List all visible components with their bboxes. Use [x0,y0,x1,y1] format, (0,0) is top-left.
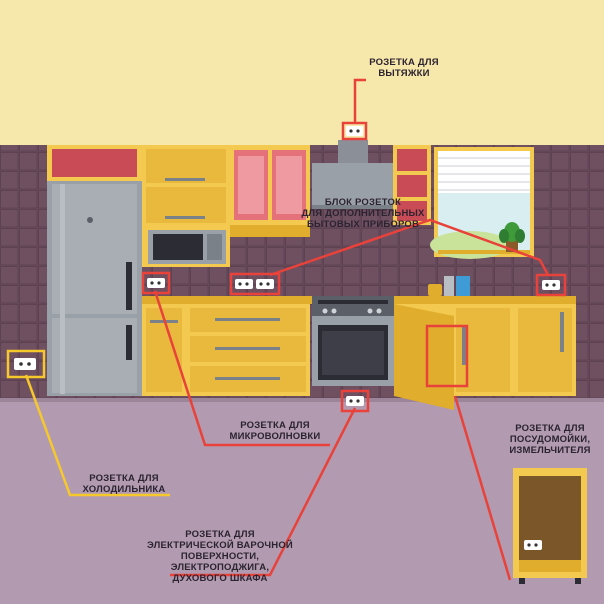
label-line: ДУХОВОГО ШКАФА [172,573,268,584]
floor [0,400,604,604]
label-line: ПОВЕРХНОСТИ, [180,551,260,562]
label-line: РОЗЕТКА ДЛЯ [185,529,255,540]
label-line: ДЛЯ ДОПОЛНИТЕЛЬНЫХ [301,208,425,219]
leader-lines [24,78,550,581]
label-line: БЛОК РОЗЕТОК [324,197,402,208]
label-hood-socket: РОЗЕТКА ДЛЯ ВЫТЯЖКИ [366,57,442,79]
label-line: РОЗЕТКА ДЛЯ [89,473,159,484]
label-socket-block: БЛОК РОЗЕТОК ДЛЯ ДОПОЛНИТЕЛЬНЫХ БЫТОВЫХ … [296,197,430,230]
label-line: ЭЛЕКТРОПОДЖИГА, [170,562,270,573]
label-microwave-socket: РОЗЕТКА ДЛЯ МИКРОВОЛНОВКИ [220,420,330,442]
label-line: БЫТОВЫХ ПРИБОРОВ [306,219,420,230]
label-line: ЭЛЕКТРИЧЕСКОЙ ВАРОЧНОЙ [147,540,293,551]
upper-cabinet-right [393,145,431,225]
drawers [186,304,310,396]
label-line: ХОЛОДИЛЬНИКА [82,484,166,495]
upper-cabinet-mid [142,145,230,227]
glass-cabinet [230,145,310,237]
wall [0,0,604,145]
sink-cabinet [394,304,514,410]
range-hood [312,140,394,209]
oven [312,296,394,386]
highlight-boxes [6,121,567,413]
microwave [142,227,230,267]
label-dishwasher-socket: Розетка для посудомойки, измельчителя [500,423,600,456]
label-line: ВЫТЯЖКИ [378,68,430,79]
label-fridge-socket: РОЗЕТКА ДЛЯ ХОЛОДИЛЬНИКА [76,473,172,495]
label-line: посудомойки, [509,434,591,445]
label-line: РОЗЕТКА ДЛЯ [369,57,439,68]
label-hob-socket: РОЗЕТКА ДЛЯ ЭЛЕКТРИЧЕСКОЙ ВАРОЧНОЙ ПОВЕР… [140,529,300,584]
label-line: Розетка для [515,423,585,434]
window-blind-icon [438,157,530,191]
fridge [47,181,142,396]
dishwasher-cabinet [513,468,587,584]
label-line: МИКРОВОЛНОВКИ [229,431,321,442]
kettle-icon [428,276,470,296]
upper-cabinet-left [47,145,142,181]
socket-icon [14,126,560,550]
label-line: РОЗЕТКА ДЛЯ [240,420,310,431]
label-line: измельчителя [509,445,591,456]
lower-cabinet-right [514,304,576,396]
